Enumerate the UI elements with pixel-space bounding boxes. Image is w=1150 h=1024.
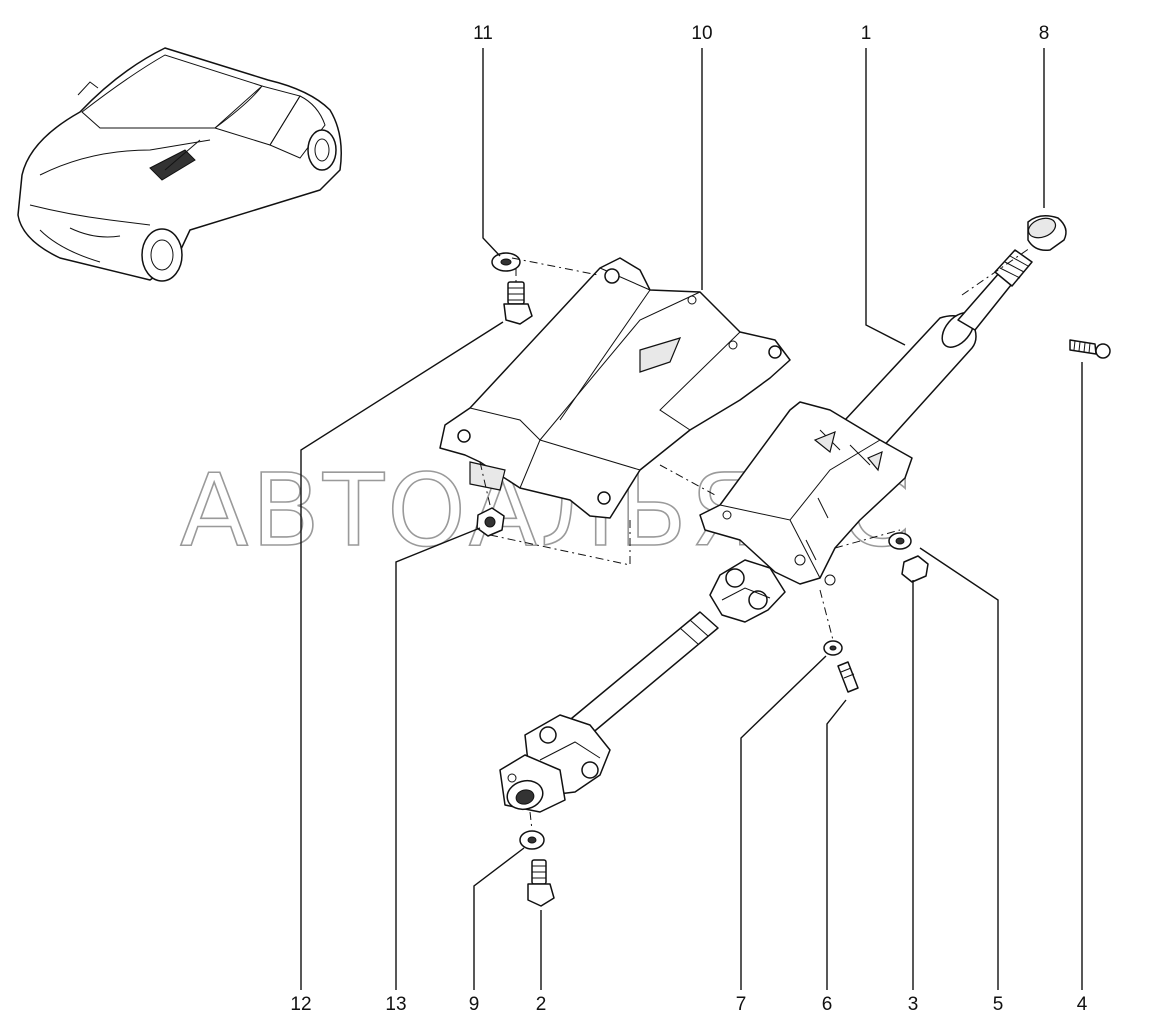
- callout-3: 3: [908, 994, 919, 1015]
- callout-8: 8: [1039, 23, 1050, 44]
- callout-labels: 11 10 1 8 12 13 9 2 7 6 3 5 4: [290, 23, 1087, 1015]
- car-locator-thumbnail: [17, 47, 342, 282]
- callout-10: 10: [691, 23, 712, 44]
- bolt-bottom: [527, 859, 555, 907]
- bushing: [1027, 215, 1067, 252]
- washer-top: [491, 252, 521, 272]
- callout-12: 12: [290, 994, 311, 1015]
- bolt-middle: [837, 661, 859, 693]
- callout-13: 13: [385, 994, 406, 1015]
- callout-2: 2: [536, 994, 547, 1015]
- washer-right: [888, 532, 912, 550]
- callout-11: 11: [473, 23, 493, 44]
- nut-bracket: [476, 507, 505, 537]
- bolt-bracket: [503, 281, 533, 325]
- callout-4: 4: [1077, 994, 1088, 1015]
- washer-bottom: [519, 830, 545, 850]
- alignment-lines: [479, 247, 1031, 831]
- callout-6: 6: [822, 994, 833, 1015]
- callout-5: 5: [993, 994, 1004, 1015]
- callout-7: 7: [736, 994, 747, 1015]
- nut-right: [901, 555, 929, 583]
- steering-column-assembly: [499, 249, 1033, 813]
- leader-lines: [300, 48, 1083, 990]
- column-support-bracket: [439, 257, 791, 519]
- washer-middle: [823, 640, 843, 656]
- callout-1: 1: [861, 23, 872, 44]
- callout-9: 9: [469, 994, 480, 1015]
- screw: [1069, 339, 1111, 359]
